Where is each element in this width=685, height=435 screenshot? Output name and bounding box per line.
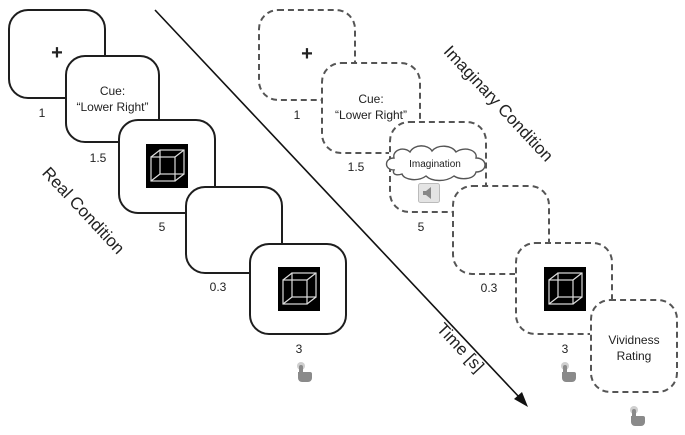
cloud-icon [385,145,486,182]
speaker-icon [418,183,440,203]
hand-press-icon [297,362,312,382]
real-duration-2: 1.5 [89,151,107,165]
imag-duration-3: 5 [417,220,425,234]
fixation-cross: + [51,42,63,64]
real-response-cube-frame [249,243,347,335]
rating-subtitle: Rating [616,349,652,363]
real-duration-5: 3 [295,342,303,356]
cube-icon [282,272,317,305]
imag-duration-4: 0.3 [480,281,498,295]
imag-blank-frame [452,185,550,275]
imag-duration-5: 3 [561,342,569,356]
real-cube-frame [118,119,216,214]
vividness-rating-frame: Vividness Rating [590,299,678,393]
real-duration-1: 1 [38,106,46,120]
rating-title: Vividness [608,333,660,347]
real-cue-frame: Cue: “Lower Right” [65,55,160,143]
cue-text: “Lower Right” [76,100,149,114]
cube-stimulus [544,267,586,311]
cue-title: Cue: [99,84,126,98]
cue-title: Cue: [358,92,384,106]
imag-duration-1: 1 [293,108,301,122]
hand-press-icon [630,406,645,426]
imagination-label: Imagination [409,159,461,170]
real-duration-4: 0.3 [209,280,227,294]
cube-icon [150,149,185,182]
real-duration-3: 5 [158,220,166,234]
cube-icon [548,272,583,305]
fixation-cross: + [301,43,313,65]
cube-stimulus [146,144,188,188]
imag-duration-2: 1.5 [347,160,365,174]
hand-press-icon [561,362,576,382]
cube-stimulus [278,267,320,311]
cue-text: “Lower Right” [334,108,408,122]
